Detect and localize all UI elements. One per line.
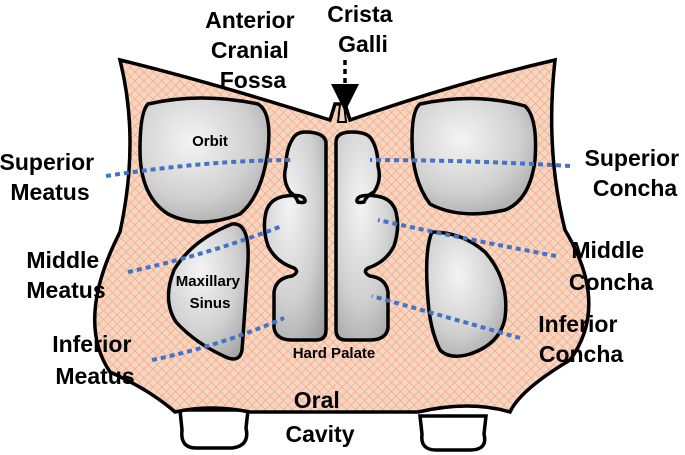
inferior-concha-label: Inferior Concha: [538, 311, 624, 367]
right-orbit: [410, 96, 538, 216]
right-nasal-cavity: [334, 130, 400, 342]
maxillary-sinus-label: Maxillary Sinus: [176, 273, 244, 312]
hard-palate-label: Hard Palate: [293, 345, 376, 362]
left-nasal-cavity: [262, 130, 328, 342]
left-maxillary-sinus: [166, 222, 250, 361]
middle-meatus-label: Middle Meatus: [26, 247, 105, 303]
anterior-cranial-fossa-label: Anterior Cranial Fossa: [205, 7, 301, 93]
superior-concha-label: Superior Concha: [585, 145, 685, 201]
crista-galli-process: [336, 103, 348, 123]
superior-concha-pointer: [369, 158, 571, 168]
left-orbit: [138, 96, 271, 224]
inferior-concha-pointer: [371, 294, 521, 340]
middle-concha-pointer: [377, 218, 557, 258]
middle-meatus-pointer: [127, 224, 283, 274]
orbit-label: Orbit: [192, 133, 228, 150]
right-maxillary-sinus: [424, 230, 508, 358]
middle-concha-label: Middle Concha: [569, 237, 654, 295]
right-tooth: [418, 414, 488, 452]
superior-meatus-label: Superior Meatus: [0, 149, 100, 205]
left-tooth: [178, 408, 250, 450]
crista-galli-label: Crista Galli: [327, 1, 399, 57]
inferior-meatus-label: Inferior Meatus: [52, 331, 138, 389]
oral-cavity-label: Oral Cavity: [285, 387, 354, 447]
superior-meatus-pointer: [105, 158, 295, 178]
